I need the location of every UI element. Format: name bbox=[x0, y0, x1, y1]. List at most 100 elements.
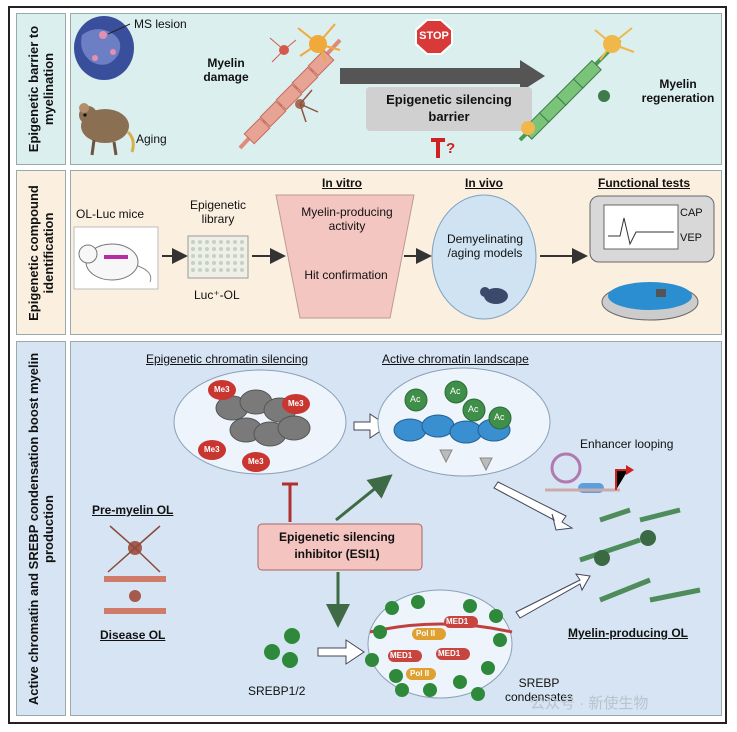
active-to-myelin-arrow bbox=[493, 481, 574, 531]
myelin-ol-soma-2 bbox=[640, 530, 656, 546]
pre-myelin-ol-icon bbox=[104, 525, 166, 614]
srebp-dots bbox=[264, 628, 300, 668]
me3-label-4: Me3 bbox=[248, 457, 264, 466]
library-well bbox=[198, 254, 202, 258]
me3-label-2: Me3 bbox=[288, 399, 304, 408]
barrier-label: Epigenetic silencing barrier bbox=[386, 92, 512, 124]
me3-marks bbox=[198, 380, 310, 472]
library-well bbox=[198, 268, 202, 272]
library-well bbox=[198, 247, 202, 251]
progress-arrow bbox=[340, 60, 545, 92]
srebp-to-condensate-arrow bbox=[317, 639, 365, 665]
models-label: Demyelinating /aging models bbox=[446, 232, 524, 260]
row1-label-box: Epigenetic barrier to myelination bbox=[16, 13, 66, 165]
in-vivo-label: In vivo bbox=[465, 176, 504, 190]
library-well bbox=[212, 254, 216, 258]
condensate-dot bbox=[463, 599, 477, 613]
myelin-ol-soma-1 bbox=[594, 550, 610, 566]
condensate-dot bbox=[453, 675, 467, 689]
med1-label-3: MED1 bbox=[438, 649, 461, 658]
ac-label-3: Ac bbox=[468, 404, 479, 414]
ac-label-2: Ac bbox=[450, 386, 461, 396]
aging-mouse-icon bbox=[79, 103, 135, 156]
ac-label-1: Ac bbox=[410, 394, 421, 404]
ac-label-4: Ac bbox=[494, 412, 505, 422]
brain-icon bbox=[74, 16, 134, 80]
library-well bbox=[219, 261, 223, 265]
condensate-dot bbox=[385, 601, 399, 615]
epigenetic-library-label: Epigenetic library bbox=[189, 198, 247, 226]
library-well bbox=[205, 240, 209, 244]
stop-sign-icon bbox=[415, 19, 453, 55]
myelin-regeneration-label: Myelin regeneration bbox=[641, 77, 715, 105]
barrier-box bbox=[366, 87, 532, 131]
library-well bbox=[191, 261, 195, 265]
cap-label: CAP bbox=[680, 207, 703, 219]
ol-luc-mouse-icon bbox=[73, 226, 159, 290]
inhibitor-label: Epigenetic silencing inhibitor (ESI1) bbox=[278, 530, 396, 561]
library-well bbox=[226, 247, 230, 251]
condensate-dot bbox=[373, 625, 387, 639]
library-well bbox=[226, 261, 230, 265]
condensate-nucleus bbox=[367, 589, 513, 699]
pre-myelin-ol-label: Pre-myelin OL bbox=[92, 503, 174, 517]
enhancer-looping-icon bbox=[545, 452, 634, 493]
library-well bbox=[191, 268, 195, 272]
library-well bbox=[219, 240, 223, 244]
active-title: Active chromatin landscape bbox=[382, 352, 529, 366]
library-well bbox=[205, 254, 209, 258]
activation-arrow-chromatin bbox=[335, 474, 393, 522]
disease-ol-label: Disease OL bbox=[100, 628, 166, 642]
functional-tests-label: Functional tests bbox=[598, 176, 691, 190]
transcription-complexes bbox=[388, 616, 478, 680]
ol-luc-mice-label: OL-Luc mice bbox=[76, 207, 145, 221]
aging-label: Aging bbox=[136, 132, 167, 146]
pol2-label-2: Pol II bbox=[410, 669, 430, 678]
library-well bbox=[233, 268, 237, 272]
library-well bbox=[240, 240, 244, 244]
myelin-producing-ol-label: Myelin-producing OL bbox=[568, 626, 688, 640]
condensates-label: SREBP condensates bbox=[504, 676, 574, 704]
library-well bbox=[219, 254, 223, 258]
library-well bbox=[240, 247, 244, 251]
pol2-label-1: Pol II bbox=[416, 629, 436, 638]
library-well bbox=[212, 261, 216, 265]
ms-lesion-label: MS lesion bbox=[134, 17, 187, 31]
myelin-damage-illustration bbox=[238, 23, 342, 150]
library-well bbox=[212, 268, 216, 272]
myelin-regeneration-illustration bbox=[518, 27, 635, 142]
condensate-dots bbox=[365, 595, 507, 701]
library-well bbox=[219, 268, 223, 272]
question-mark: ? bbox=[446, 140, 456, 157]
myelin-damage-label: Myelin damage bbox=[203, 56, 249, 84]
library-well bbox=[226, 240, 230, 244]
condensate-dot bbox=[395, 683, 409, 697]
condensate-dot bbox=[471, 687, 485, 701]
library-well bbox=[240, 268, 244, 272]
screening-funnel bbox=[275, 194, 415, 319]
condensate-dot bbox=[411, 595, 425, 609]
me3-label-3: Me3 bbox=[204, 445, 220, 454]
med1-label-2: MED1 bbox=[390, 651, 413, 660]
ac-marks bbox=[404, 380, 512, 430]
condensate-dot bbox=[423, 683, 437, 697]
library-well bbox=[233, 254, 237, 258]
library-well bbox=[191, 254, 195, 258]
inhibition-icon bbox=[431, 138, 445, 158]
me3-label-1: Me3 bbox=[214, 385, 230, 394]
library-well bbox=[205, 268, 209, 272]
library-well bbox=[205, 261, 209, 265]
condensate-dot bbox=[389, 669, 403, 683]
inhibitor-box bbox=[257, 523, 423, 571]
stop-label: STOP bbox=[419, 30, 449, 42]
library-well bbox=[240, 261, 244, 265]
hit-confirmation-label: Hit confirmation bbox=[304, 268, 388, 282]
library-well bbox=[233, 240, 237, 244]
vep-label: VEP bbox=[680, 232, 703, 244]
library-well bbox=[212, 247, 216, 251]
myelin-activity-label: Myelin-producing activity bbox=[301, 205, 393, 233]
library-well bbox=[198, 261, 202, 265]
library-wells bbox=[191, 240, 244, 272]
silencing-title: Epigenetic chromatin silencing bbox=[146, 352, 309, 366]
